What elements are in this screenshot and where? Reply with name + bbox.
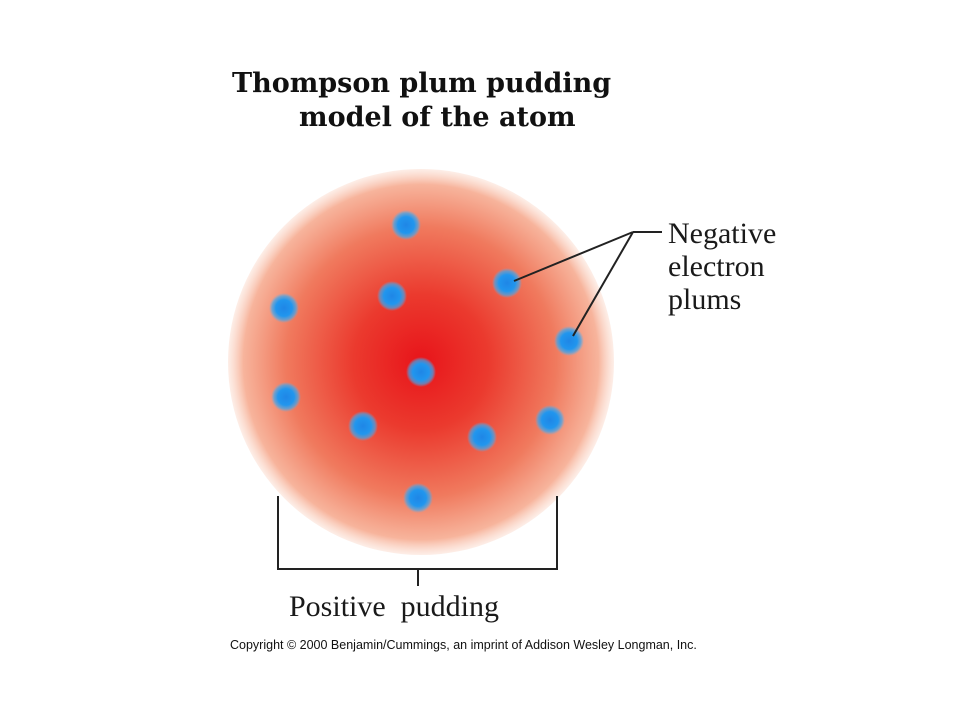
negative-label-line-1: Negative (668, 217, 777, 250)
negative-label-leaders (513, 231, 662, 337)
leader-line-to-electron (513, 231, 634, 282)
positive-pudding-label: Positive pudding (289, 590, 500, 623)
copyright-notice: Copyright © 2000 Benjamin/Cummings, an i… (230, 638, 697, 652)
title-line-1: Thompson plum pudding (232, 68, 612, 99)
title-line-2: model of the atom (299, 102, 576, 133)
electron-plums (269, 210, 584, 513)
electron-plum (406, 357, 436, 387)
negative-label-line-2: electron (668, 250, 765, 283)
electron-plum (492, 268, 522, 298)
electron-plum (554, 326, 584, 356)
negative-label-line-3: plums (668, 283, 742, 316)
leader-line-to-electron (572, 231, 634, 337)
electron-plum (269, 293, 299, 323)
electron-plum (403, 483, 433, 513)
positive-pudding-bracket (277, 496, 558, 586)
electron-plum (271, 382, 301, 412)
electron-plum (391, 210, 421, 240)
electron-plum (377, 281, 407, 311)
electron-plum (348, 411, 378, 441)
electron-plum (535, 405, 565, 435)
electron-plum (467, 422, 497, 452)
